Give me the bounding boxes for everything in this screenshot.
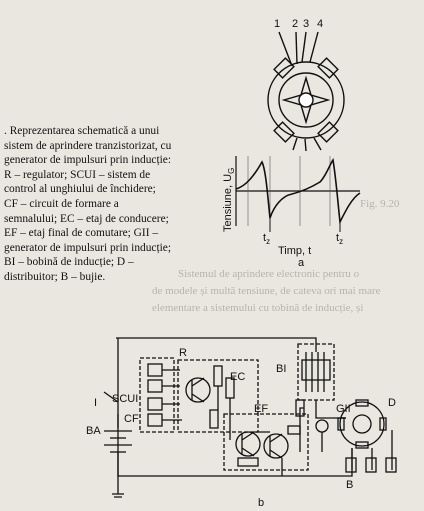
terminal-2: 2 bbox=[292, 18, 298, 30]
figure-a: 1 2 3 4 Tensiune, UG tz tz Timp, t a bbox=[222, 18, 361, 269]
y-axis-label: Tensiune, UG bbox=[222, 168, 236, 232]
tz-left-label: tz bbox=[263, 232, 270, 246]
figure-b: R I SCUI CF BA EC EF BI GII D B b bbox=[86, 337, 397, 509]
bleed-text-line-1: Sistemul de aprindere electronic pentru … bbox=[178, 268, 360, 280]
panel-a-label: a bbox=[298, 257, 305, 269]
label-BI: BI bbox=[276, 363, 286, 375]
label-BA: BA bbox=[86, 425, 101, 437]
x-axis-label: Timp, t bbox=[278, 245, 311, 257]
label-CF: CF bbox=[124, 413, 139, 425]
bleed-text-fig-ref: Fig. 9.20 bbox=[360, 198, 400, 210]
waveform-trace bbox=[235, 158, 361, 225]
label-EF: EF bbox=[254, 403, 268, 415]
terminal-3: 3 bbox=[303, 18, 309, 30]
tz-right-label: tz bbox=[336, 232, 343, 246]
label-D: D bbox=[388, 397, 396, 409]
figure-caption: . Reprezentarea schematică a unui sistem… bbox=[4, 125, 172, 283]
voltage-waveform-plot: Tensiune, UG tz tz Timp, t a bbox=[222, 156, 361, 269]
label-R: R bbox=[179, 347, 187, 359]
terminal-4: 4 bbox=[317, 18, 323, 30]
label-SCUI: SCUI bbox=[112, 393, 138, 405]
bleed-text-line-2: de modele și multă tensiune, de cateva o… bbox=[152, 285, 381, 297]
induction-pulse-generator-drawing bbox=[267, 31, 345, 152]
panel-b-label: b bbox=[258, 497, 264, 509]
label-GII: GII bbox=[336, 403, 351, 415]
terminal-labels: 1 2 3 4 bbox=[274, 18, 323, 30]
label-EC: EC bbox=[230, 371, 245, 383]
terminal-1: 1 bbox=[274, 18, 280, 30]
label-B: B bbox=[346, 479, 353, 491]
bleed-text-line-3: elementare a sistemului cu tobină de ind… bbox=[152, 302, 364, 314]
label-I: I bbox=[94, 397, 97, 409]
